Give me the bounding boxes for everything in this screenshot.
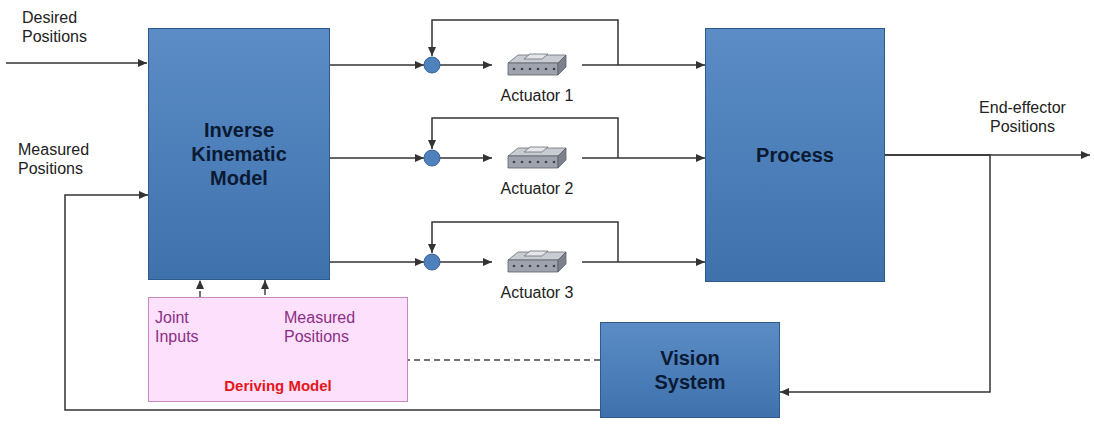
connector <box>65 195 600 410</box>
box-title: Vision System <box>640 346 740 394</box>
connector <box>582 64 705 66</box>
vision-system-box: Vision System <box>600 322 780 418</box>
actuator-illustration <box>506 49 568 81</box>
connector <box>330 261 492 263</box>
actuator: Actuator 2 <box>492 142 582 198</box>
feedback-loop <box>432 20 618 65</box>
actuator: Actuator 3 <box>492 246 582 302</box>
summing-junction <box>424 254 440 270</box>
actuator-illustration <box>506 142 568 174</box>
connector <box>582 157 705 159</box>
deriving-model-box: Joint Inputs Measured PositionsDeriving M… <box>148 297 408 402</box>
connector <box>330 64 492 66</box>
model-title: Deriving Model <box>149 376 407 395</box>
box-title: Inverse Kinematic Model <box>179 118 299 190</box>
feedback-loop <box>432 222 618 262</box>
input-label: Measured Positions <box>284 308 394 346</box>
connector <box>330 157 492 159</box>
box-title: Process <box>720 143 870 167</box>
input-arrow <box>6 62 147 64</box>
actuator-label: Actuator 1 <box>501 87 574 105</box>
signal-label: Desired Positions <box>22 8 132 46</box>
actuator-label: Actuator 2 <box>501 180 574 198</box>
kinematic-model-box: Inverse Kinematic Model <box>148 28 330 280</box>
process-box: Process <box>705 28 885 282</box>
feedback-loop <box>432 118 618 158</box>
signal-label: End-effector Positions <box>960 98 1085 136</box>
connector <box>582 261 705 263</box>
input-label: Joint Inputs <box>155 308 203 346</box>
actuator-label: Actuator 3 <box>501 284 574 302</box>
connector <box>199 280 201 297</box>
arrowhead <box>415 258 424 266</box>
summing-junction <box>424 57 440 73</box>
signal-label: Measured Positions <box>18 140 128 178</box>
actuator-illustration <box>506 246 568 278</box>
summing-junction <box>424 150 440 166</box>
actuator: Actuator 1 <box>492 49 582 105</box>
arrowhead <box>415 154 424 162</box>
arrowhead <box>415 61 424 69</box>
